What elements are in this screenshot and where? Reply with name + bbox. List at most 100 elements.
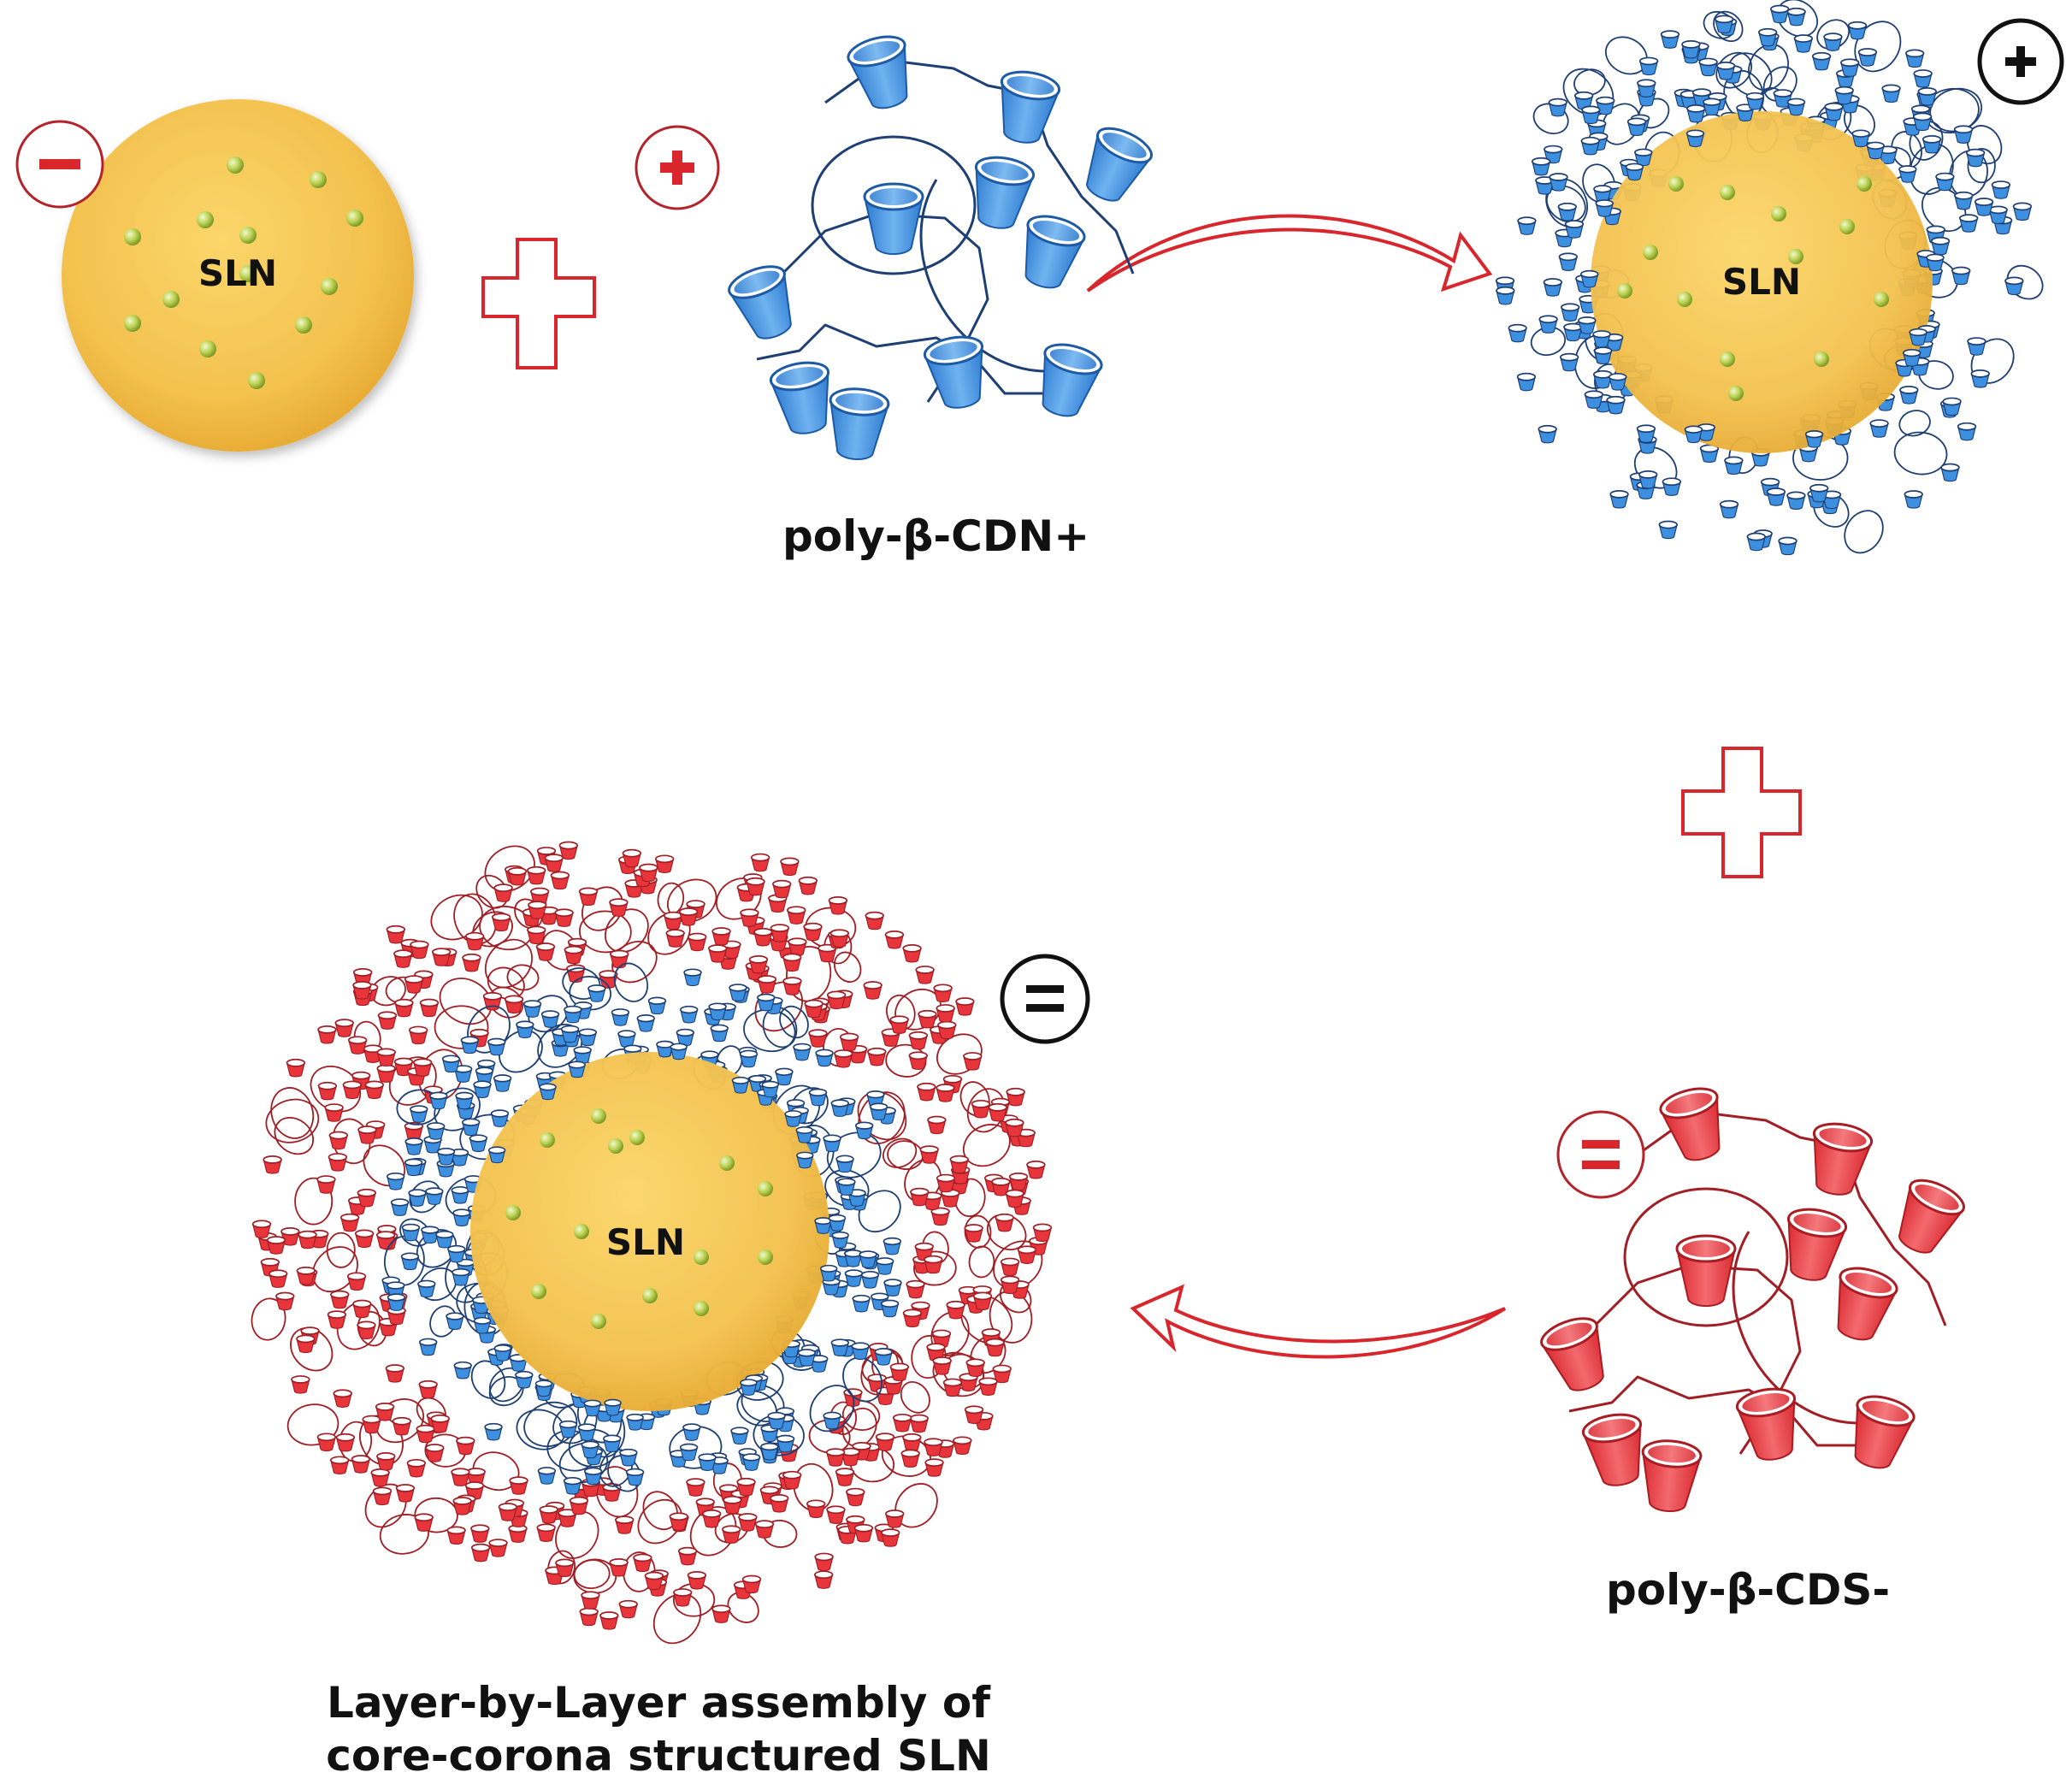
corona-unit xyxy=(1699,444,1720,464)
corona-unit xyxy=(828,1214,847,1232)
corona-unit xyxy=(347,1036,368,1055)
corona-unit xyxy=(333,1389,352,1408)
corona-unit xyxy=(757,993,776,1012)
plus-sign-2 xyxy=(1681,747,1802,878)
corona-loop xyxy=(913,1250,957,1286)
corona-unit xyxy=(544,854,564,872)
corona-unit xyxy=(930,1207,950,1226)
corona-unit xyxy=(1558,252,1579,271)
corona-unit xyxy=(609,898,629,917)
corona-loop xyxy=(555,1510,599,1559)
corona-unit xyxy=(1681,39,1701,59)
corona-unit xyxy=(757,975,777,994)
corona-unit xyxy=(1686,103,1706,123)
corona-unit xyxy=(1881,84,1901,103)
corona-unit xyxy=(1899,386,1919,405)
corona-unit xyxy=(346,1272,367,1291)
cationic-corona-front xyxy=(1578,92,1945,448)
corona-unit xyxy=(1557,202,1578,222)
drug-molecule xyxy=(346,210,363,227)
corona-unit xyxy=(798,876,818,895)
corona-unit xyxy=(386,925,406,944)
drug-molecule xyxy=(719,1155,735,1171)
drug-molecule xyxy=(1788,249,1803,264)
corona-unit xyxy=(260,1257,280,1277)
corona-unit xyxy=(738,1513,758,1532)
corona-unit xyxy=(431,948,452,966)
corona-unit xyxy=(1006,1087,1025,1107)
drug-molecule xyxy=(1643,245,1658,260)
corona-unit xyxy=(1531,157,1551,176)
corona-unit xyxy=(955,997,975,1016)
corona-unit xyxy=(1902,348,1921,367)
corona-unit xyxy=(1857,48,1878,67)
corona-loop xyxy=(642,1491,679,1531)
corona-unit xyxy=(470,1543,491,1563)
corona-unit xyxy=(889,1015,909,1034)
corona-unit xyxy=(441,1055,461,1073)
cyclodextrin-unit xyxy=(1581,1413,1643,1486)
corona-unit xyxy=(376,1064,396,1083)
corona-unit xyxy=(959,1373,978,1391)
corona-unit xyxy=(740,908,759,927)
corona-unit xyxy=(1634,148,1653,167)
drug-molecule xyxy=(248,372,265,389)
charge-badge-positive-cdn xyxy=(635,125,720,210)
corona-unit xyxy=(1563,322,1583,342)
corona-unit xyxy=(604,1398,622,1416)
corona-unit xyxy=(672,1588,693,1607)
drug-molecule xyxy=(1874,292,1889,307)
cyclodextrin-unit xyxy=(728,265,792,340)
drug-molecule xyxy=(1668,176,1684,192)
cyclodextrin-unit xyxy=(1854,1395,1916,1469)
corona-unit xyxy=(1921,134,1942,154)
corona-unit xyxy=(296,1334,316,1354)
corona-unit xyxy=(1809,483,1829,503)
drug-molecule xyxy=(1677,292,1692,307)
cyclodextrin-unit xyxy=(863,182,924,256)
corona-unit xyxy=(688,932,707,952)
drug-molecules-initial xyxy=(124,157,363,389)
corona-unit xyxy=(395,1484,416,1503)
corona-unit xyxy=(490,1109,510,1127)
corona-unit xyxy=(1637,79,1656,97)
corona-unit xyxy=(1538,315,1558,334)
corona-unit xyxy=(1930,236,1951,256)
corona-unit xyxy=(1638,56,1659,76)
corona-unit xyxy=(324,1103,344,1122)
poly-cds-polymer xyxy=(1540,1087,1965,1512)
drug-molecules-coated xyxy=(1617,176,1889,401)
corona-unit xyxy=(723,1495,742,1515)
corona-unit xyxy=(375,1403,395,1421)
corona-loop xyxy=(310,1065,362,1113)
charge-badge-negative-final xyxy=(1000,954,1090,1044)
corona-unit xyxy=(804,999,823,1019)
corona-unit xyxy=(770,924,790,942)
corona-unit xyxy=(611,1008,630,1026)
corona-unit xyxy=(1935,172,1955,192)
corona-unit xyxy=(1804,430,1824,448)
corona-unit xyxy=(581,1440,599,1459)
corona-unit xyxy=(328,1153,348,1172)
corona-loop xyxy=(652,1592,702,1645)
corona-unit xyxy=(1745,92,1765,110)
corona-unit xyxy=(772,879,792,899)
corona-unit xyxy=(853,1523,874,1543)
corona-unit xyxy=(942,1378,963,1397)
corona-unit xyxy=(1609,489,1629,509)
corona-unit xyxy=(902,1309,923,1328)
corona-unit xyxy=(852,1294,871,1313)
corona-unit xyxy=(342,1080,363,1100)
corona-unit xyxy=(753,927,773,947)
corona-unit xyxy=(615,1515,635,1534)
corona-unit xyxy=(835,1468,855,1486)
cyclodextrin-unit xyxy=(1812,1122,1874,1196)
corona-loop xyxy=(506,964,540,991)
corona-unit xyxy=(1517,216,1537,235)
corona-unit xyxy=(1912,112,1933,132)
corona-unit xyxy=(831,1231,849,1249)
drug-molecule xyxy=(574,1224,589,1239)
corona-unit xyxy=(815,1049,834,1067)
corona-unit xyxy=(965,1358,985,1377)
corona-unit xyxy=(1508,323,1527,343)
